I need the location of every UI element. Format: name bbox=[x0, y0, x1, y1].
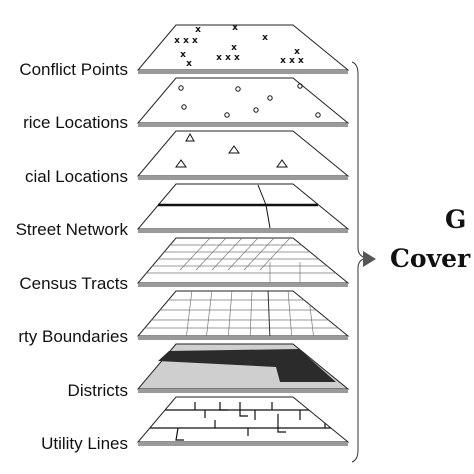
layer-census-tracts bbox=[136, 237, 350, 287]
svg-text:x: x bbox=[180, 50, 186, 60]
special-location-marks bbox=[175, 132, 288, 168]
output-arrow bbox=[363, 251, 376, 267]
svg-text:x x x: x x x bbox=[216, 53, 240, 63]
label-property-boundaries: rty Boundaries bbox=[18, 327, 128, 346]
label-census-tracts: Census Tracts bbox=[19, 274, 128, 293]
service-location-marks bbox=[178, 83, 321, 118]
svg-text:x: x bbox=[231, 43, 237, 53]
svg-text:x: x bbox=[232, 23, 238, 33]
svg-text:x x x: x x x bbox=[280, 56, 304, 66]
label-service-locations: rice Locations bbox=[23, 113, 128, 132]
layer-service-locations bbox=[136, 77, 350, 127]
svg-text:x: x bbox=[262, 33, 268, 43]
layer-special-locations bbox=[136, 130, 350, 180]
layer-districts bbox=[136, 343, 350, 393]
output-label-line2: Cover bbox=[390, 244, 471, 273]
layer-property-boundaries bbox=[136, 290, 350, 340]
svg-text:x: x bbox=[186, 59, 192, 69]
layer-street-network bbox=[136, 183, 350, 233]
street-lines bbox=[158, 184, 318, 229]
label-conflict-points: Conflict Points bbox=[19, 60, 128, 79]
svg-text:x x x: x x x bbox=[174, 36, 198, 46]
label-utility-lines: Utility Lines bbox=[41, 434, 128, 453]
label-street-network: Street Network bbox=[15, 220, 128, 239]
svg-text:x: x bbox=[294, 47, 300, 57]
output-label-line1: G bbox=[445, 205, 467, 234]
svg-text:x: x bbox=[195, 25, 201, 35]
label-special-locations: cial Locations bbox=[24, 167, 128, 186]
label-districts: Districts bbox=[67, 381, 128, 400]
layer-utility-lines bbox=[136, 396, 350, 446]
